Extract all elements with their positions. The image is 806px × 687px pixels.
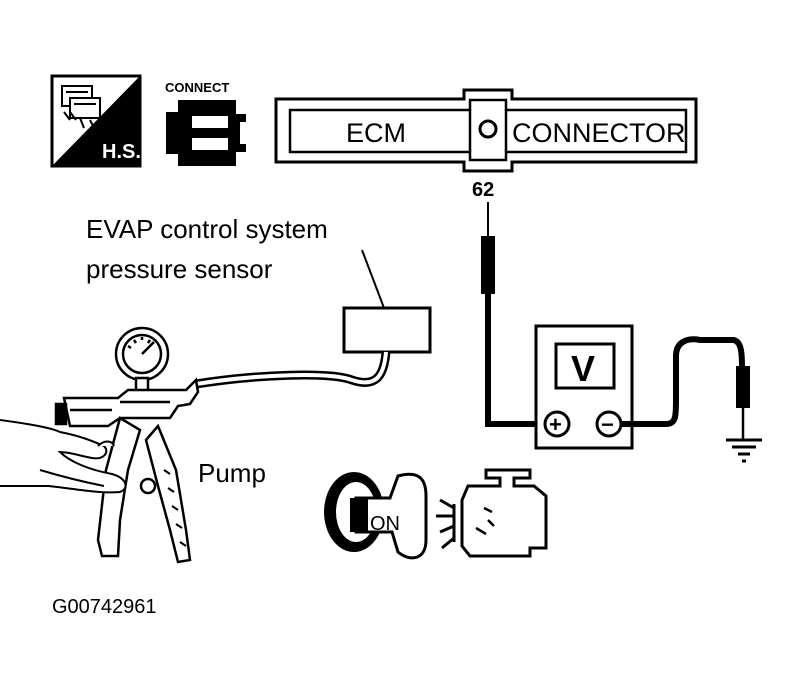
pin-number: 62: [472, 179, 494, 201]
connect-label: CONNECT: [165, 80, 229, 95]
evap-pressure-sensor: [342, 306, 432, 354]
ecm-connector-banner: ECM CONNECTOR: [274, 88, 698, 173]
pump-label: Pump: [198, 458, 266, 488]
connect-icon: CONNECT: [165, 80, 246, 166]
ignition-key-icon: ON: [324, 472, 428, 560]
voltmeter-display: V: [571, 348, 595, 389]
hand: [0, 419, 127, 494]
harness-side-icon: H.S.: [50, 74, 142, 168]
ecm-label: ECM: [346, 118, 406, 148]
plus-sign: +: [549, 412, 562, 437]
minus-sign: −: [601, 412, 614, 437]
sensor-label-line1: EVAP control system: [86, 214, 328, 244]
connector-pin-icon: [478, 119, 498, 139]
engine-icon: [436, 468, 548, 558]
voltmeter: V + −: [534, 324, 634, 450]
figure-code: G00742961: [52, 596, 157, 618]
sensor-leader-line: [361, 249, 385, 309]
ground-icon: [726, 438, 762, 463]
positive-probe: [481, 202, 540, 427]
negative-lead: [621, 336, 750, 440]
ignition-on-label: ON: [370, 513, 400, 535]
connector-label: CONNECTOR: [512, 118, 686, 148]
plus-terminal: [543, 410, 571, 438]
sensor-label-line2: pressure sensor: [86, 254, 273, 284]
hand-pump: [54, 326, 200, 564]
hs-label: H.S.: [102, 141, 141, 163]
